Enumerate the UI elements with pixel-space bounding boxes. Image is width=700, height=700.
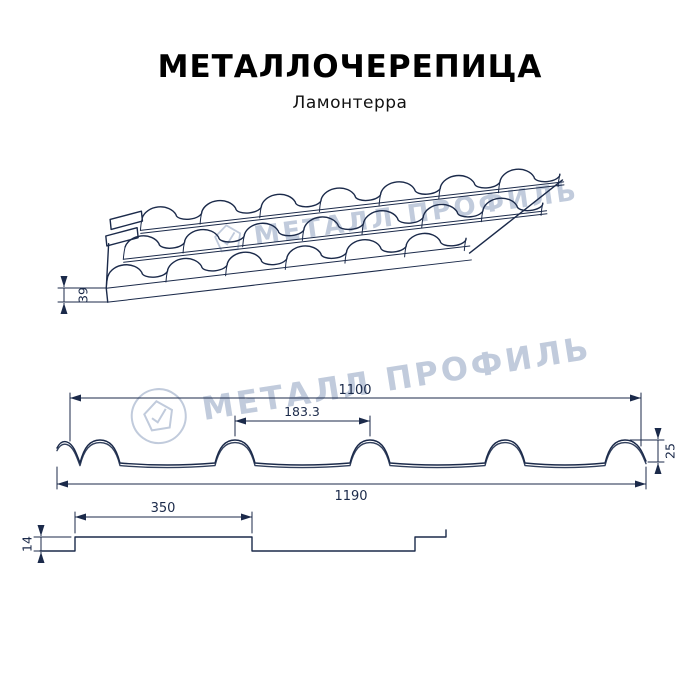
brand-check-icon: [149, 407, 169, 425]
step-profile-drawing: 350 14: [20, 501, 447, 563]
extension-line: [56, 466, 647, 490]
profile-curve-thickness: [56, 441, 647, 469]
dimension-cover-width: 1100: [69, 383, 642, 447]
roof-eave-fascia-line: [107, 259, 472, 303]
extension-line: [33, 536, 72, 552]
dimension-eave-height: 39: [57, 276, 108, 314]
dim-1190-label: 1190: [334, 489, 367, 504]
dim-39-label: 39: [76, 287, 91, 303]
roof-barge-strip: [109, 210, 144, 231]
roof-right-edge: [468, 179, 564, 254]
roof-step-line: [123, 213, 548, 263]
dimension-wave-pitch: 183.3: [234, 404, 371, 437]
brand-check-icon: [220, 231, 237, 246]
page-subtitle: Ламонтерра: [292, 93, 408, 113]
roof-wave-row-middle: [124, 197, 544, 249]
roof-step-line: [139, 181, 565, 231]
dimension-step-height: 14: [20, 525, 72, 563]
watermark-text: МЕТАЛЛ ПРОФИЛЬ: [199, 329, 594, 428]
dim-1100-label: 1100: [338, 383, 371, 398]
roof-tile-joint-lines: [122, 202, 544, 260]
dim-25-label: 25: [663, 443, 678, 459]
roof-step-line: [140, 184, 565, 234]
dimension-full-width: 1190: [56, 466, 647, 504]
profile-cross-section: 1100 183.3 25 1190: [56, 383, 678, 504]
dim-350-label: 350: [151, 501, 176, 516]
roof-tile-joint-lines: [139, 173, 561, 231]
watermark-text: МЕТАЛЛ ПРОФИЛЬ: [252, 177, 581, 252]
roof-wave-row-top: [141, 168, 561, 221]
dim-14-label: 14: [20, 536, 35, 552]
technical-drawing: МЕТАЛЛ ПРОФИЛЬ МЕТАЛЛ ПРОФИЛЬ: [20, 168, 678, 563]
brand-logo-icon: [141, 398, 176, 433]
page-title: МЕТАЛЛОЧЕРЕПИЦА: [157, 49, 543, 85]
roof-step-line: [105, 245, 471, 289]
step-profile-curve: [39, 529, 447, 552]
extension-line: [57, 287, 108, 303]
roof-barge-strip: [105, 226, 139, 247]
brand-circle-icon: [130, 388, 187, 445]
roof-perspective-drawing: 39: [57, 168, 565, 314]
roof-left-edge: [105, 243, 110, 303]
dim-183-label: 183.3: [284, 404, 320, 419]
page-header: МЕТАЛЛОЧЕРЕПИЦА Ламонтерра: [0, 0, 700, 130]
dimension-module-length: 350: [74, 501, 253, 534]
dimension-profile-height: 25: [629, 428, 678, 474]
roof-step-line: [122, 210, 548, 260]
